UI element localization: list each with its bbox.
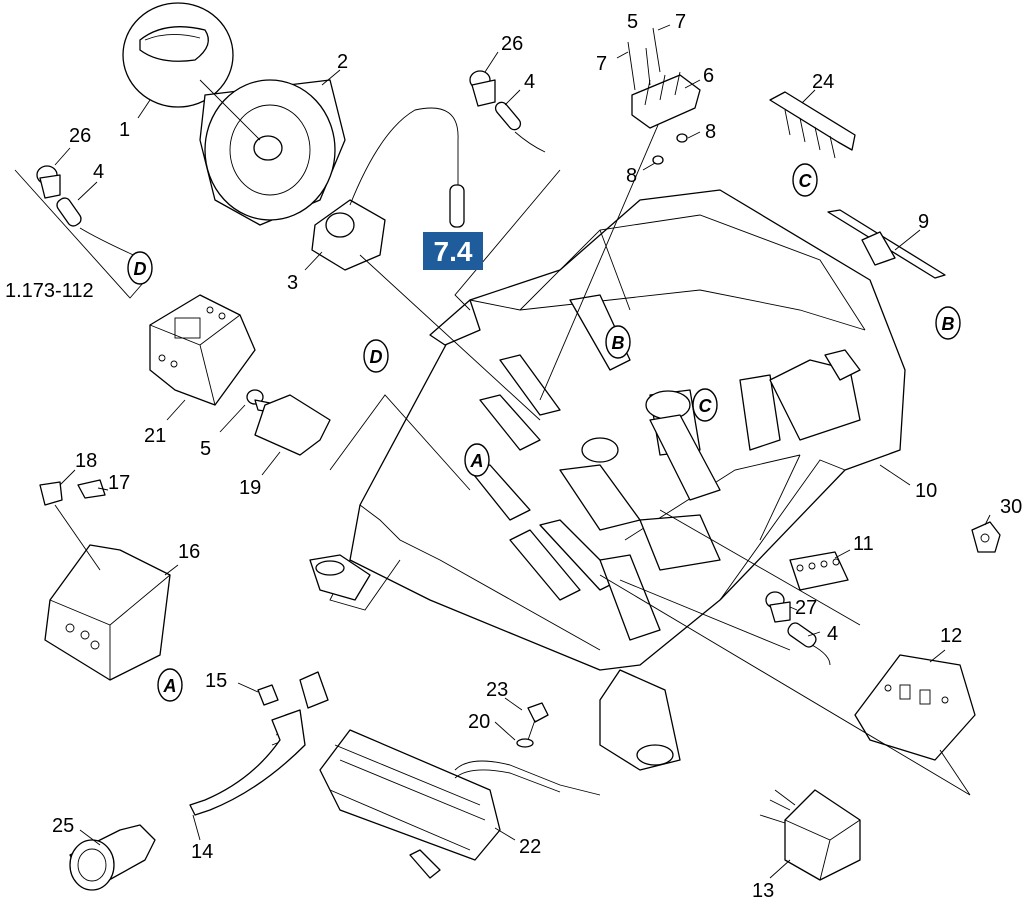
label-part-11: 11 bbox=[853, 533, 874, 555]
label-part-10: 10 bbox=[915, 480, 937, 502]
label-part-7-left: 7 bbox=[596, 53, 607, 75]
label-ref-number: 1.173-112 bbox=[5, 280, 94, 302]
label-part-5-left: 5 bbox=[200, 438, 211, 460]
svg-text:A: A bbox=[163, 676, 177, 696]
label-part-16: 16 bbox=[178, 541, 200, 563]
label-part-14: 14 bbox=[191, 841, 213, 863]
reference-markers: D D C C B B A A bbox=[127, 163, 961, 702]
label-part-13: 13 bbox=[752, 880, 774, 902]
terminal-block-part bbox=[659, 509, 861, 626]
clip-group bbox=[246, 389, 471, 491]
label-part-6: 6 bbox=[703, 65, 714, 87]
transformer-group bbox=[319, 702, 601, 879]
label-part-17: 17 bbox=[108, 472, 130, 494]
terminal-strip-part bbox=[769, 91, 856, 159]
label-part-20: 20 bbox=[468, 711, 490, 733]
connector-part bbox=[971, 521, 1001, 553]
leader-lines bbox=[54, 24, 991, 879]
label-part-12: 12 bbox=[940, 625, 962, 647]
label-part-1: 1 bbox=[119, 119, 130, 141]
marker-c-top: C bbox=[792, 163, 818, 197]
marker-c-housing: C bbox=[692, 388, 718, 422]
board-part bbox=[827, 209, 946, 279]
label-part-8-right: 8 bbox=[705, 121, 716, 143]
label-part-27: 27 bbox=[795, 597, 817, 619]
label-part-8-left: 8 bbox=[626, 165, 637, 187]
label-part-22: 22 bbox=[519, 836, 541, 858]
marker-d-center: D bbox=[363, 339, 389, 373]
label-part-26-left: 26 bbox=[69, 125, 91, 147]
cable-group bbox=[69, 671, 329, 891]
reel-housing-part bbox=[199, 79, 346, 226]
part-number-labels: 1 2 3 4 4 4 5 5 6 7 7 8 8 9 10 11 12 13 … bbox=[5, 11, 1022, 902]
contactor-large-part bbox=[599, 574, 976, 796]
label-part-7-right: 7 bbox=[675, 11, 686, 33]
marker-b-housing: B bbox=[605, 325, 631, 359]
label-part-2: 2 bbox=[337, 51, 348, 73]
svg-text:A: A bbox=[470, 451, 484, 471]
label-part-9: 9 bbox=[918, 211, 929, 233]
switch-part bbox=[311, 107, 541, 421]
terminal-bracket-group bbox=[539, 27, 701, 401]
right-lamp-group bbox=[619, 579, 831, 666]
svg-text:7.4: 7.4 bbox=[434, 236, 473, 267]
label-part-18: 18 bbox=[75, 450, 97, 472]
cover-cap-part bbox=[122, 2, 234, 108]
label-part-4-top: 4 bbox=[524, 71, 535, 93]
label-part-25: 25 bbox=[52, 815, 74, 837]
marker-a-left: A bbox=[157, 668, 183, 702]
label-part-4-right: 4 bbox=[827, 623, 838, 645]
svg-text:C: C bbox=[799, 171, 813, 191]
label-part-26-top: 26 bbox=[501, 33, 523, 55]
capacitor-part bbox=[759, 789, 861, 881]
label-part-19: 19 bbox=[239, 477, 261, 499]
relay-block-part bbox=[149, 294, 256, 406]
marker-b-right: B bbox=[935, 306, 961, 340]
svg-text:B: B bbox=[612, 333, 625, 353]
label-part-23: 23 bbox=[486, 679, 508, 701]
contactor-group bbox=[39, 479, 171, 681]
marker-a-housing: A bbox=[464, 443, 490, 477]
main-housing bbox=[309, 189, 906, 771]
svg-text:D: D bbox=[370, 347, 383, 367]
left-lamp-group bbox=[14, 165, 151, 299]
marker-d-left: D bbox=[127, 251, 153, 285]
label-part-24: 24 bbox=[812, 71, 834, 93]
label-part-3: 3 bbox=[287, 272, 298, 294]
svg-text:C: C bbox=[699, 396, 713, 416]
label-part-21: 21 bbox=[144, 425, 166, 447]
section-reference-badge[interactable]: 7.4 bbox=[423, 232, 483, 270]
svg-text:D: D bbox=[134, 259, 147, 279]
label-part-5-top: 5 bbox=[627, 11, 638, 33]
label-part-15: 15 bbox=[205, 670, 227, 692]
label-part-30: 30 bbox=[1000, 496, 1022, 518]
svg-text:B: B bbox=[942, 314, 955, 334]
top-lamp-group bbox=[454, 70, 561, 311]
label-part-4-left: 4 bbox=[93, 161, 104, 183]
